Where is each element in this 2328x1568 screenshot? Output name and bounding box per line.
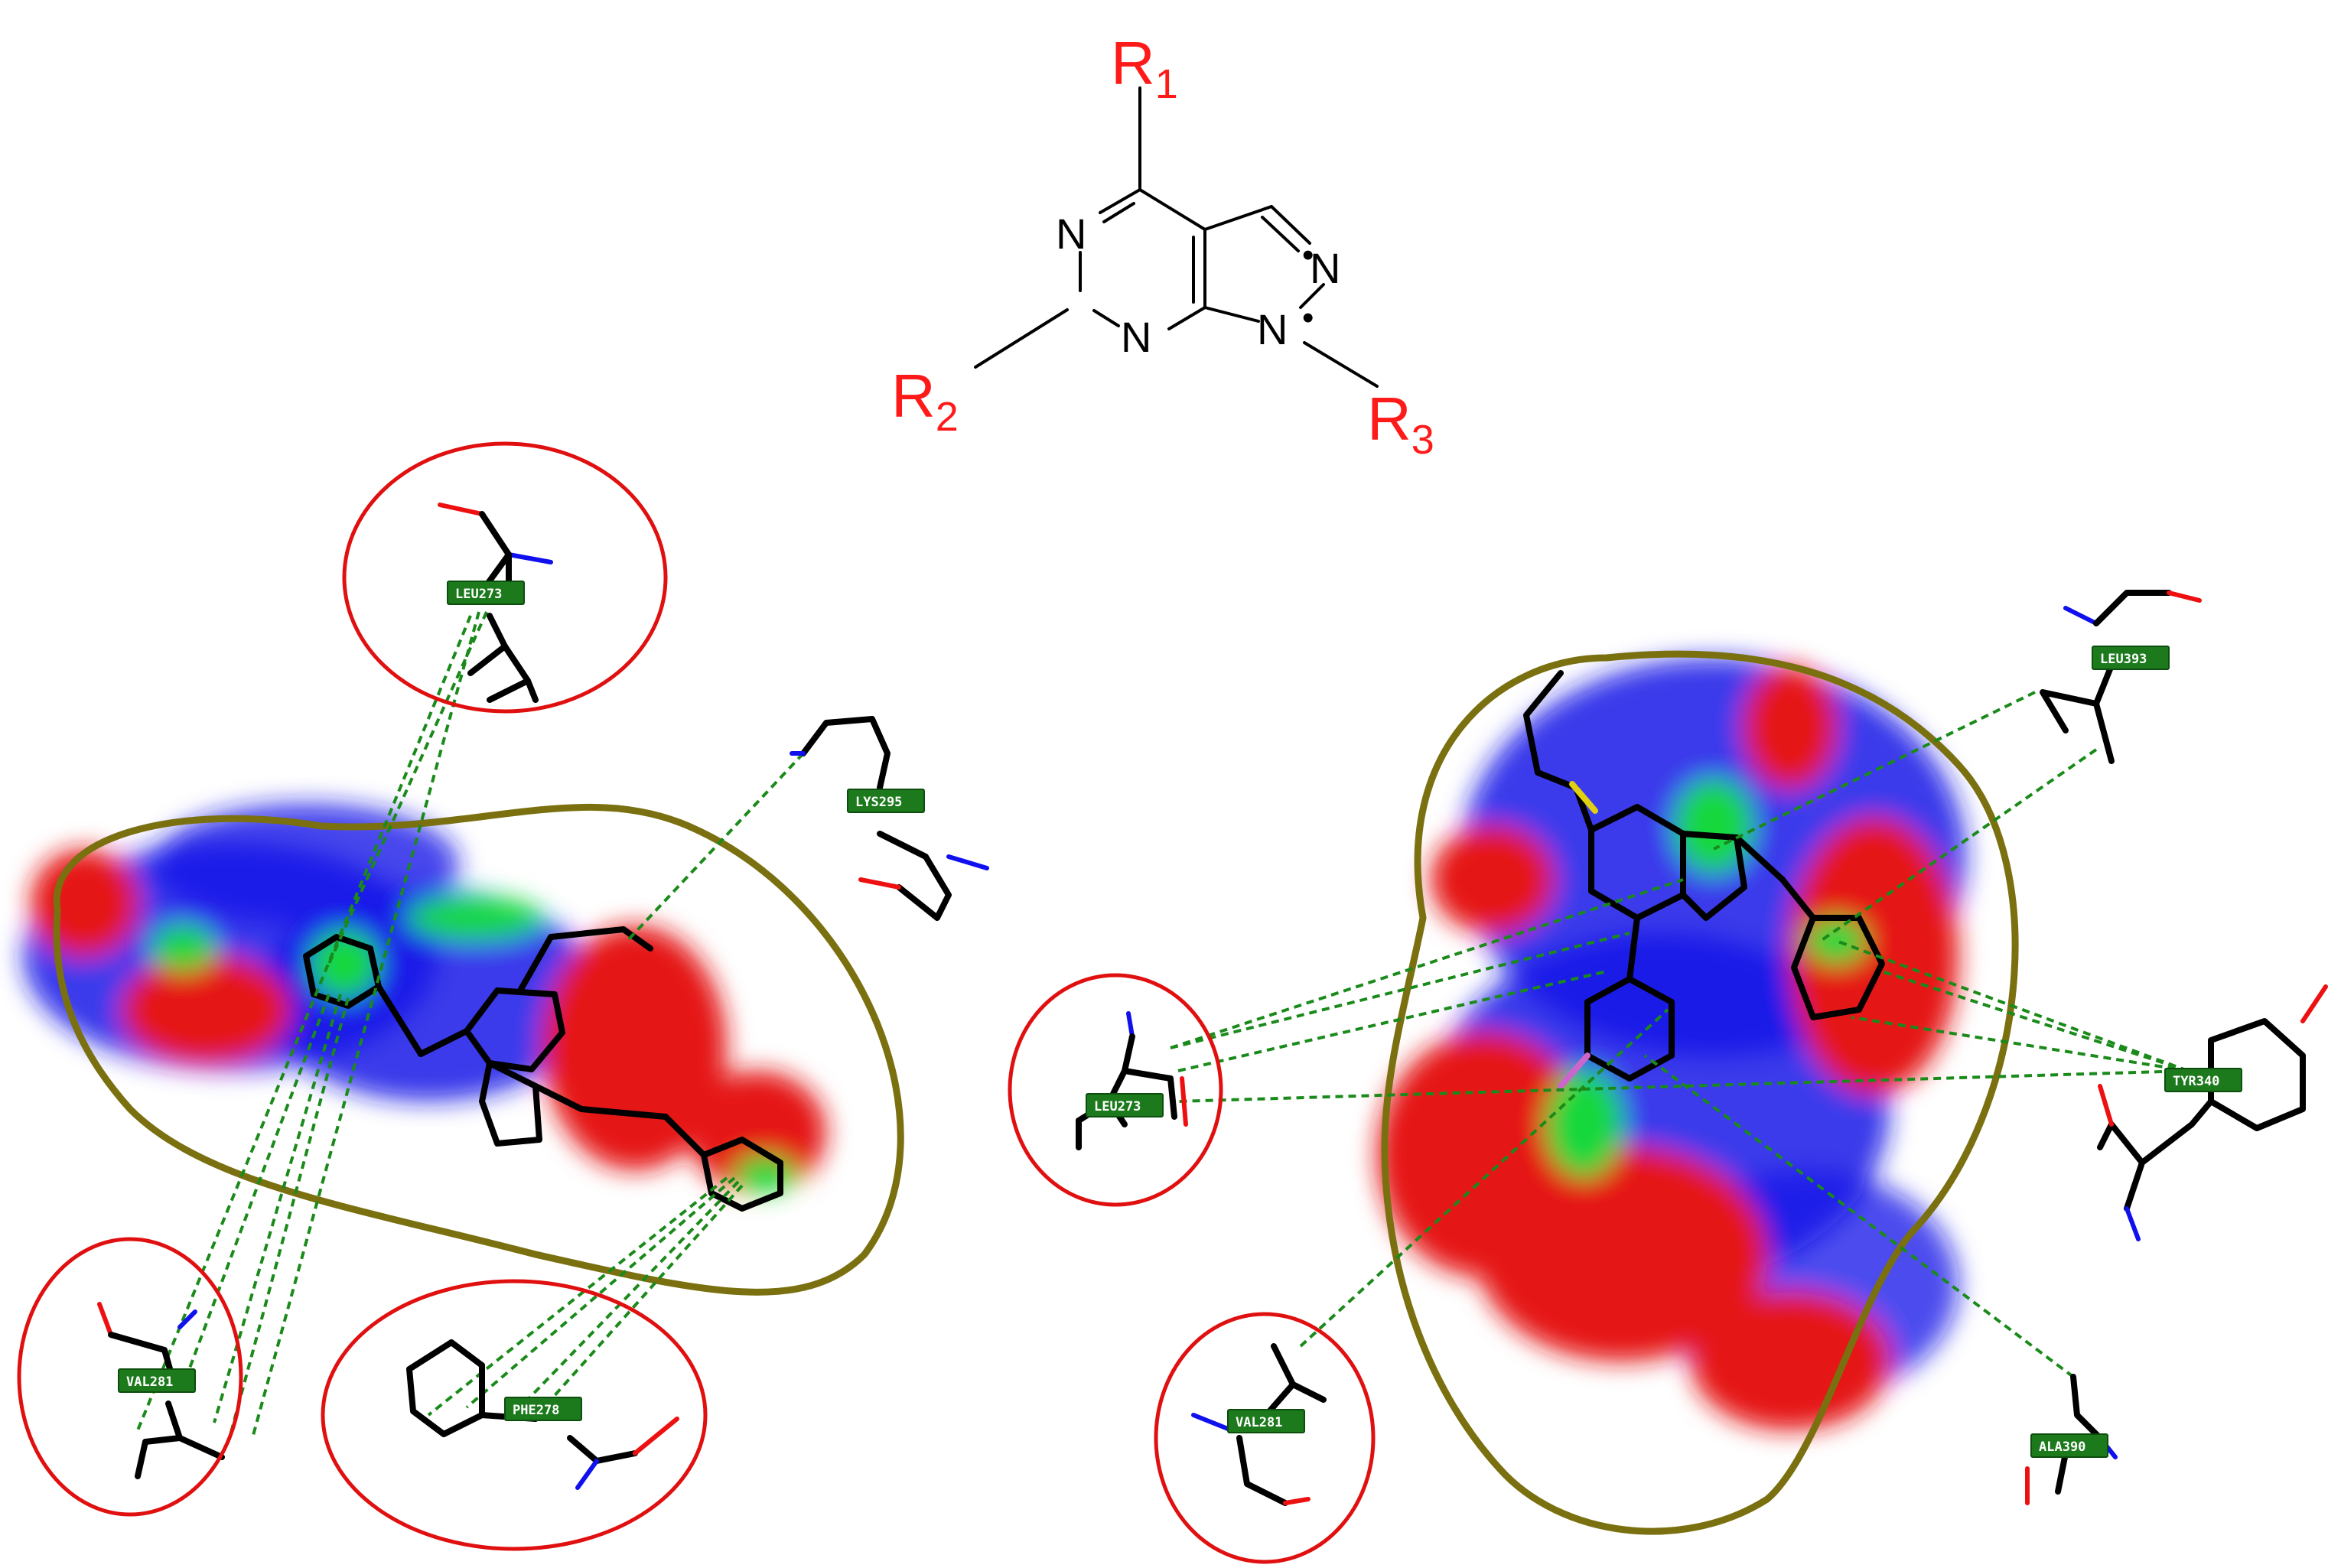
svg-text:•: • xyxy=(1302,236,1314,274)
left-residue-lys295: LYS295 xyxy=(790,716,989,921)
right-interaction-lines xyxy=(1170,691,2189,1378)
left-interaction-lines xyxy=(136,611,805,1439)
r1-label: R1 xyxy=(1111,29,1178,107)
left-phe278-highlight xyxy=(321,1279,708,1551)
right-residue-leu393: LEU393 xyxy=(2040,590,2202,764)
right-residue-tyr340: TYR340 xyxy=(2097,984,2328,1241)
left-residue-val281: VAL281 xyxy=(17,1237,243,1517)
svg-text:LYS295: LYS295 xyxy=(855,795,902,810)
pyrazole-n2: N xyxy=(1310,244,1340,292)
svg-text:VAL281: VAL281 xyxy=(1236,1415,1282,1430)
left-residue-tag: LYS295 xyxy=(847,789,925,813)
right-ligand xyxy=(1523,670,1885,1089)
svg-text:ALA390: ALA390 xyxy=(2039,1440,2085,1455)
svg-text:LEU393: LEU393 xyxy=(2100,652,2147,667)
pyrimidine-n7: N xyxy=(1121,313,1151,361)
pyrazole-n1: N xyxy=(1257,305,1288,353)
right-val281-highlight xyxy=(1154,1312,1376,1564)
left-ligand xyxy=(303,926,783,1212)
r2-label: R2 xyxy=(891,362,959,440)
r3-label: R3 xyxy=(1367,385,1434,463)
left-residue-tag: LEU273 xyxy=(447,581,525,605)
right-residue-tag: TYR340 xyxy=(2164,1068,2242,1092)
left-binding-pose: LEU273 LYS295 VAL281 xyxy=(17,441,989,1551)
left-residue-phe278: PHE278 xyxy=(321,1279,708,1551)
left-val281-highlight xyxy=(17,1237,243,1517)
right-binding-pose: LEU393 LEU273 TYR xyxy=(1008,590,2328,1564)
svg-text:LEU273: LEU273 xyxy=(455,587,502,602)
left-residue-tag: PHE278 xyxy=(504,1397,582,1421)
svg-text:PHE278: PHE278 xyxy=(513,1403,559,1418)
left-leu273-highlight xyxy=(342,441,668,714)
right-leu273-highlight xyxy=(1008,973,1223,1207)
pyrimidine-n3: N xyxy=(1056,210,1086,258)
right-surface-map xyxy=(1377,658,1966,1430)
left-residue-tag: VAL281 xyxy=(118,1368,196,1393)
svg-text:TYR340: TYR340 xyxy=(2173,1074,2219,1089)
right-residue-val281: VAL281 xyxy=(1154,1312,1376,1564)
left-surface-map xyxy=(23,803,826,1193)
right-residue-leu273: LEU273 xyxy=(1008,973,1223,1207)
right-residue-tag: LEU393 xyxy=(2092,646,2170,670)
left-pocket-outline xyxy=(53,803,904,1296)
svg-text:•: • xyxy=(1302,299,1314,337)
right-residue-ala390: ALA390 xyxy=(2025,1374,2118,1505)
right-residue-tag: ALA390 xyxy=(2030,1433,2108,1458)
svg-text:VAL281: VAL281 xyxy=(126,1374,173,1390)
right-pocket-outline xyxy=(1381,650,2019,1535)
right-residue-tag: LEU273 xyxy=(1086,1093,1164,1117)
svg-text:LEU273: LEU273 xyxy=(1094,1099,1141,1114)
left-residue-leu273: LEU273 xyxy=(342,441,668,714)
right-residue-tag: VAL281 xyxy=(1227,1409,1305,1433)
scaffold-structure: N N N N • • R1 R2 R3 xyxy=(891,29,1434,463)
